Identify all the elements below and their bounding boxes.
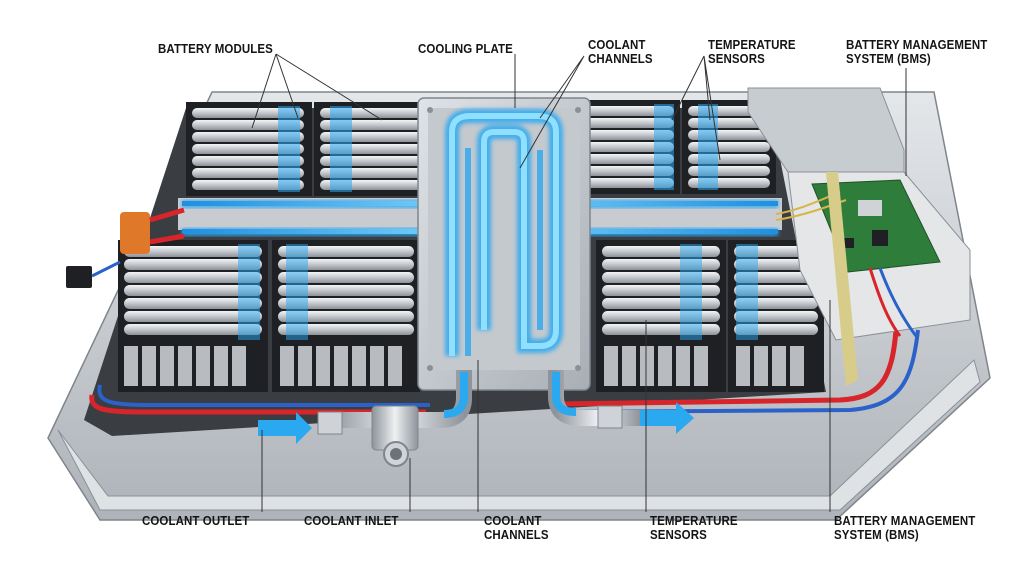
battery-module-top-right-a (580, 100, 680, 194)
hot-coolant-line-right (559, 329, 899, 407)
label-coolant-inlet: COOLANT INLET (304, 514, 399, 528)
label-battery-modules: BATTERY MODULES (158, 42, 273, 56)
cold-coolant-line-right (559, 329, 920, 414)
label-coolant-channels-top: COOLANT CHANNELS (588, 38, 653, 66)
hot-coolant-line (89, 394, 426, 415)
label-temperature-sensors-bottom: TEMPERATURE SENSORS (650, 514, 738, 542)
battery-module-top-left-a (186, 102, 312, 196)
label-cooling-plate: COOLING PLATE (418, 42, 513, 56)
battery-module-top-right-b (682, 100, 776, 194)
label-temperature-sensors-top: TEMPERATURE SENSORS (708, 38, 796, 66)
cooling-plate (417, 97, 591, 391)
leader-lines (251, 53, 907, 512)
label-coolant-channels-bottom: COOLANT CHANNELS (484, 514, 549, 542)
high-voltage-connector (66, 207, 185, 288)
cold-coolant-line (97, 384, 430, 407)
coolant-pipes (258, 370, 694, 467)
battery-module-bottom-left-b (272, 240, 420, 392)
battery-module-bottom-right-a (596, 240, 726, 392)
label-coolant-outlet: COOLANT OUTLET (142, 514, 250, 528)
tray-lip (57, 359, 981, 511)
label-bms-top: BATTERY MANAGEMENT SYSTEM (BMS) (846, 38, 988, 66)
battery-module-bottom-left-a (118, 240, 268, 392)
label-bms-bottom: BATTERY MANAGEMENT SYSTEM (BMS) (834, 514, 976, 542)
bms-unit (747, 87, 971, 386)
battery-module-top-left-b (314, 102, 436, 196)
battery-module-bottom-right-b (728, 240, 824, 392)
